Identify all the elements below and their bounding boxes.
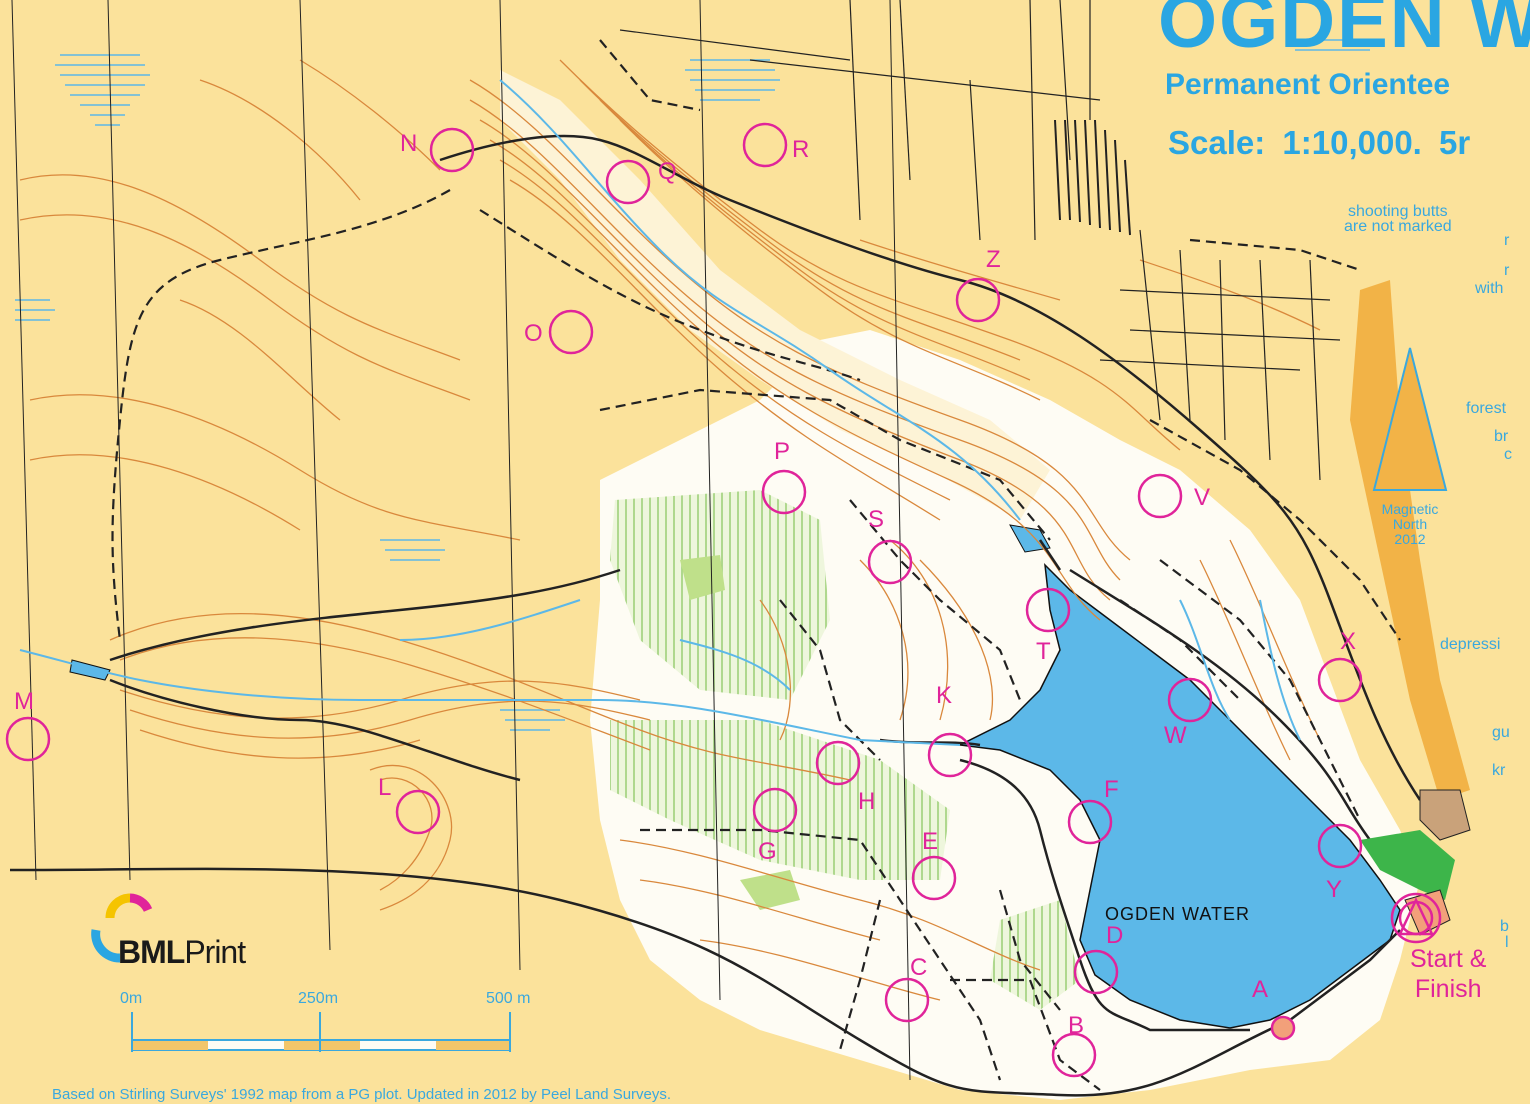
edge-text: r bbox=[1504, 262, 1510, 279]
edge-text: gu bbox=[1492, 724, 1510, 741]
control-label-b: B bbox=[1068, 1012, 1085, 1039]
edge-text: b bbox=[1500, 918, 1509, 935]
control-label-v: V bbox=[1194, 484, 1211, 511]
logo-bold: BML bbox=[118, 934, 185, 970]
control-circles bbox=[5, 122, 1363, 1078]
edge-text: c bbox=[1504, 446, 1512, 463]
shooting-area bbox=[1054, 119, 1131, 236]
bml-logo-mark bbox=[91, 893, 153, 963]
edge-text: r bbox=[1504, 232, 1510, 249]
lake-label: OGDEN WATER bbox=[1105, 904, 1250, 924]
control-label-r: R bbox=[792, 136, 810, 163]
magnetic-north-lines bbox=[11, 0, 911, 1081]
control-label-o: O bbox=[524, 320, 543, 347]
control-label-a: A bbox=[1252, 976, 1269, 1003]
out-of-bounds-strip bbox=[1350, 280, 1470, 800]
streams bbox=[19, 79, 1301, 781]
logo-light: Print bbox=[184, 934, 246, 970]
vegetation-zone bbox=[990, 900, 1080, 1010]
vegetation-zone bbox=[610, 490, 830, 700]
control-label-l: L bbox=[378, 774, 392, 801]
control-label-w: W bbox=[1164, 722, 1187, 749]
north-arrow-label: Magnetic North 2012 bbox=[1362, 502, 1458, 547]
edge-text: forest bbox=[1466, 400, 1507, 417]
edge-text: with bbox=[1475, 280, 1504, 297]
map-subtitle: Permanent Orientee bbox=[1165, 68, 1451, 101]
map-title: OGDEN W bbox=[1158, 0, 1530, 64]
edge-text: l bbox=[1505, 934, 1509, 951]
scale-bar bbox=[131, 1012, 511, 1052]
north-arrow-text: Magnetic North 2012 bbox=[1381, 501, 1439, 547]
edge-text: depressi bbox=[1440, 636, 1501, 653]
edge-text: br bbox=[1494, 428, 1509, 445]
park-area bbox=[1360, 830, 1455, 900]
scale-label-0: 0m bbox=[120, 990, 143, 1007]
control-label-n: N bbox=[400, 130, 418, 157]
control-label-t: T bbox=[1036, 638, 1051, 665]
control-label-m: M bbox=[14, 688, 34, 715]
green-patch bbox=[680, 555, 725, 600]
control-label-f: F bbox=[1104, 776, 1119, 803]
control-label-x: X bbox=[1340, 628, 1357, 655]
map-credit: Based on Stirling Surveys' 1992 map from… bbox=[52, 1086, 672, 1103]
scale-label-500: 500 m bbox=[486, 990, 531, 1007]
scale-label-250: 250m bbox=[298, 990, 339, 1007]
pond bbox=[1009, 524, 1051, 553]
control-label-e: E bbox=[922, 828, 939, 855]
vegetation-zone bbox=[610, 720, 950, 880]
control-label-k: K bbox=[936, 682, 953, 709]
shooting-butts-note: shooting butts are not marked bbox=[1344, 203, 1452, 235]
control-label-y: Y bbox=[1326, 876, 1343, 903]
north-arrow bbox=[1372, 347, 1448, 491]
start-finish-label: Start & Finish bbox=[1410, 944, 1486, 1004]
map-scale: Scale: 1:10,000. 5r bbox=[1168, 124, 1471, 161]
start-finish-text: Start & Finish bbox=[1410, 945, 1487, 1003]
built-area bbox=[1419, 789, 1471, 841]
valley-band bbox=[500, 70, 1050, 520]
bml-logo-text: BMLPrint bbox=[118, 934, 246, 971]
shooting-butts-text: shooting butts are not marked bbox=[1344, 203, 1452, 235]
control-label-z: Z bbox=[986, 246, 1001, 273]
green-patch bbox=[740, 870, 800, 910]
control-label-q: Q bbox=[658, 158, 677, 185]
field-boundaries bbox=[619, 0, 1341, 481]
control-label-d: D bbox=[1106, 922, 1124, 949]
control-label-h: H bbox=[858, 788, 876, 815]
start-finish-symbol bbox=[1390, 892, 1442, 944]
control-label-s: S bbox=[868, 506, 885, 533]
control-label-p: P bbox=[774, 438, 791, 465]
control-label-c: C bbox=[910, 954, 928, 981]
edge-text: kr bbox=[1492, 762, 1506, 779]
control-label-g: G bbox=[758, 838, 777, 865]
tracks bbox=[9, 134, 1422, 1097]
